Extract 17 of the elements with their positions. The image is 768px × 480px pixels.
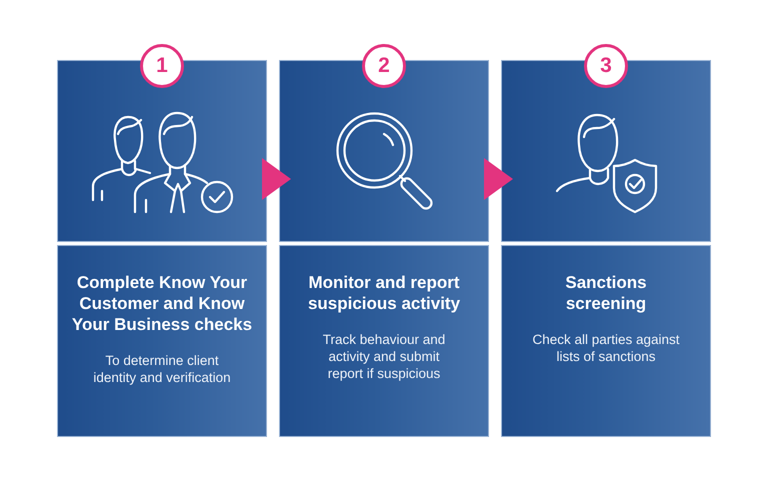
step-number-circle — [584, 44, 628, 88]
step-number: 1 — [156, 54, 168, 78]
step-number-circle — [362, 44, 406, 88]
step-description: Track behaviour and activity and submit report if suspicious — [322, 331, 446, 382]
step-card — [279, 245, 489, 437]
step-number: 3 — [600, 54, 612, 78]
chevron-arrow — [262, 158, 291, 200]
step-card — [501, 245, 711, 437]
step-description: Check all parties against lists of sanctions — [531, 331, 681, 365]
chevron-arrow — [484, 158, 513, 200]
step-description: To determine client identity and verification — [92, 352, 232, 386]
step-number: 2 — [378, 54, 390, 78]
step-number-circle — [140, 44, 184, 88]
step-heading: Monitor and report suspicious activity — [306, 272, 462, 314]
step-heading: Complete Know Your Customer and Know Your Business checks — [70, 272, 254, 335]
step-card — [57, 245, 267, 437]
step-heading: Sanctions screening — [564, 272, 648, 314]
